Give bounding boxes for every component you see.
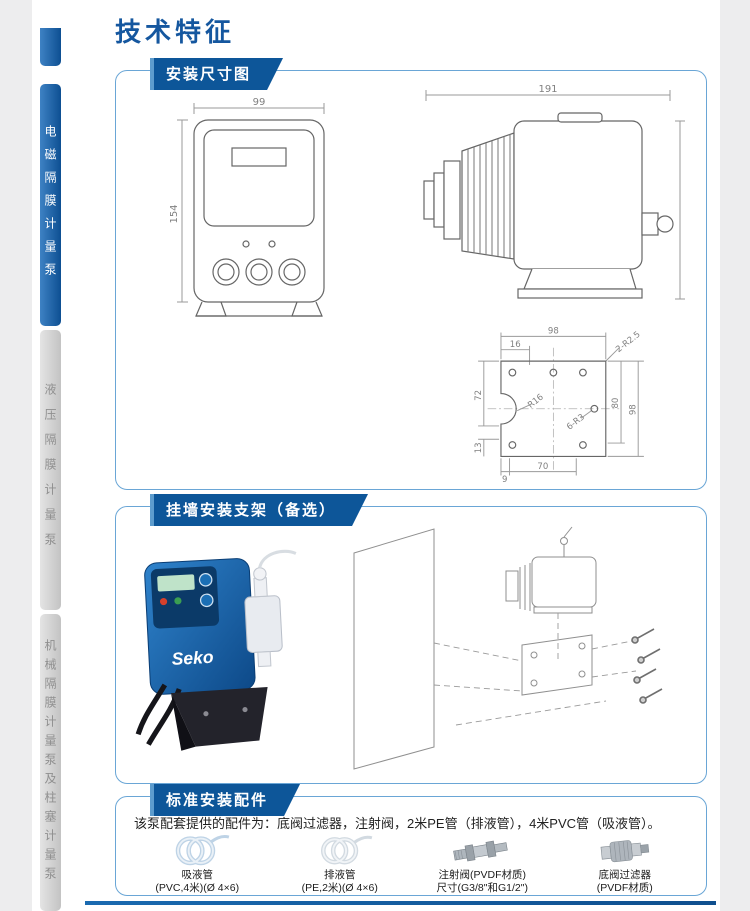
section-dimensions-badge: 安装尺寸图	[150, 58, 283, 90]
label-corner-radius: 2-R2.5	[614, 330, 642, 355]
accessory-spec: (PE,2米)(Ø 4×6)	[301, 881, 378, 894]
section-installation-dimensions: 安装尺寸图 99 154	[115, 70, 707, 490]
label-hole-radius: 6-R3	[565, 412, 587, 432]
pump-button	[199, 593, 214, 608]
accessory-suction-tube: 吸液管 (PVC,4米)(Ø 4×6)	[128, 831, 266, 895]
dim-plate-width-top: 98	[548, 326, 559, 336]
accessory-name: 排液管	[324, 869, 356, 881]
plate-outline	[500, 360, 607, 457]
sidebar-tab-label: 机械隔膜计量泵及柱塞计量泵	[43, 639, 57, 886]
dim-plate-height-right-inner: 80	[611, 398, 621, 409]
accessory-foot-valve-filter: 底阀过滤器 (PVDF材质)	[556, 831, 694, 895]
page-title: 技术特征	[115, 17, 236, 47]
accessory-spec: (PVDF材质)	[596, 881, 653, 894]
mounting-screws	[631, 628, 663, 704]
suction-tube-image	[175, 834, 230, 866]
sidebar-stub	[40, 28, 61, 66]
sidebar-tab-hydraulic-pump[interactable]: 液压隔膜计量泵	[40, 330, 61, 610]
pump-brand-logo: Seko	[171, 647, 214, 669]
drain-tube-image	[320, 835, 373, 865]
mounting-plate-drawing: 98 16 72 13 80 98 9 70 2-R2.5 R16 6-R3	[474, 326, 644, 485]
dim-plate-offset-bottom-left: 13	[474, 442, 484, 453]
pump-button	[198, 573, 213, 587]
side-view-body	[423, 132, 515, 260]
pump-photo: Seko	[135, 549, 297, 751]
dim-side-length: 191	[538, 84, 557, 95]
section-wall-bracket: 挂墙安装支架（备选） Seko	[115, 506, 707, 784]
accessory-name: 注射阀(PVDF材质)	[438, 869, 527, 881]
dim-plate-height-left: 72	[474, 390, 484, 401]
accessory-name: 底阀过滤器	[598, 869, 652, 881]
sidebar-tab-label: 电磁隔膜计量泵	[43, 124, 57, 286]
footer-divider	[85, 901, 716, 905]
pump-head	[244, 595, 283, 654]
sidebar-tab-electromagnetic-pump[interactable]: 电磁隔膜计量泵	[40, 84, 61, 326]
injection-valve-image	[453, 840, 508, 862]
accessory-spec: 尺寸(G3/8"和G1/2")	[436, 881, 528, 894]
dim-plate-offset-top: 16	[510, 340, 521, 350]
accessory-spec: (PVC,4米)(Ø 4×6)	[155, 881, 240, 894]
accessory-injection-valve: 注射阀(PVDF材质) 尺寸(G3/8"和G1/2")	[413, 831, 551, 895]
foot-valve-image	[600, 840, 649, 863]
wall-mount-drawing	[353, 526, 663, 770]
section-accessories-badge: 标准安装配件	[150, 784, 300, 816]
pump-front-view-drawing: 99 154	[169, 97, 325, 317]
label-notch-radius: R16	[526, 392, 545, 410]
section-bracket-badge: 挂墙安装支架（备选）	[150, 494, 368, 526]
dim-plate-height-right-outer: 98	[628, 404, 638, 415]
accessory-name: 吸液管	[181, 869, 214, 881]
accessories-list: 吸液管 (PVC,4米)(Ø 4×6) 排液管 (PE,2米)(Ø 4×6)	[126, 831, 696, 895]
power-cable	[135, 683, 168, 736]
front-view-body	[193, 119, 325, 303]
wall-bracket-part	[171, 687, 268, 747]
accessory-drain-tube: 排液管 (PE,2米)(Ø 4×6)	[271, 831, 409, 895]
section-standard-accessories: 标准安装配件 该泵配套提供的配件为：底阀过滤器，注射阀，2米PE管（排液管），4…	[115, 796, 707, 896]
dim-front-width: 99	[253, 97, 266, 108]
sidebar-tab-mechanical-pump[interactable]: 机械隔膜计量泵及柱塞计量泵	[40, 614, 61, 911]
pump-side-view-drawing: 191	[423, 84, 685, 300]
pump-lcd	[157, 574, 195, 592]
wall-panel	[353, 528, 435, 770]
dim-front-height: 154	[169, 204, 180, 223]
dim-plate-width-bottom: 70	[537, 462, 548, 472]
accessories-description: 该泵配套提供的配件为：底阀过滤器，注射阀，2米PE管（排液管），4米PVC管（吸…	[134, 816, 661, 831]
sidebar-tab-label: 液压隔膜计量泵	[43, 382, 57, 558]
dim-plate-offset-bottom: 9	[502, 475, 507, 485]
